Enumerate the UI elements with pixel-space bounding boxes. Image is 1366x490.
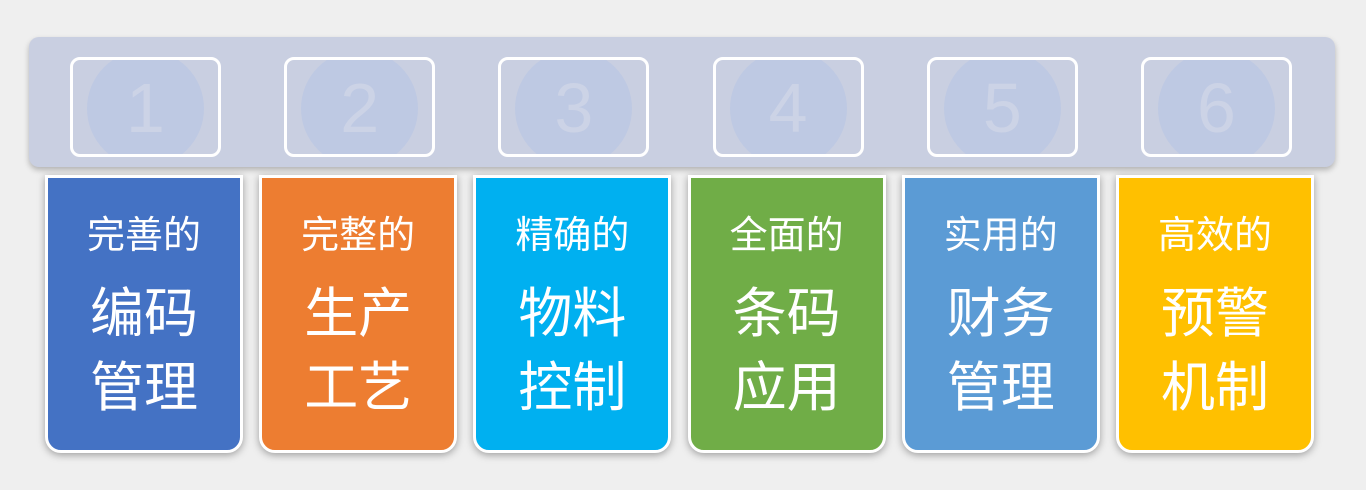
number-circle [301,60,419,154]
card-title-line2: 应用 [732,356,841,419]
card-subtitle: 高效的 [1157,213,1272,257]
card-title-line1: 条码 [732,282,841,345]
card-title-line1: 物料 [518,282,627,345]
step-number-box: 3 [498,57,650,157]
card-title-line2: 工艺 [304,356,413,419]
number-circle [87,60,204,154]
card-subtitle: 全面的 [729,213,844,257]
feature-card: 实用的 财务 管理 [901,175,1100,453]
feature-card: 完善的 编码 管理 [45,175,243,453]
card-subtitle: 完整的 [301,213,416,257]
number-circle [943,60,1061,154]
card-subtitle: 完善的 [86,213,201,257]
step-number: 1 [126,69,165,147]
card-title-line2: 管理 [946,356,1055,419]
step-number-box: 2 [284,57,436,157]
feature-card: 全面的 条码 应用 [687,175,886,453]
step-number-box: 4 [712,57,864,157]
card-title-line1: 预警 [1161,282,1269,345]
number-banner [29,37,1335,167]
number-circle [1158,60,1275,154]
step-number-box: 1 [70,57,221,157]
step-number-box: 6 [1141,57,1292,157]
step-number: 3 [554,69,594,147]
card-title-line1: 编码 [90,282,198,345]
card-title-line1: 生产 [304,282,413,345]
step-number: 5 [982,69,1022,147]
card-title-line1: 财务 [946,282,1055,345]
card-title-line2: 控制 [518,356,627,419]
feature-card: 精确的 物料 控制 [473,175,672,453]
step-number: 4 [768,69,808,147]
step-number: 2 [340,69,380,147]
number-circle [515,60,633,154]
card-title-line2: 机制 [1161,356,1269,419]
card-title-line2: 管理 [90,356,198,419]
number-circle [729,60,847,154]
card-subtitle: 精确的 [515,213,630,257]
card-subtitle: 实用的 [943,213,1058,257]
step-number: 6 [1197,69,1236,147]
feature-card: 高效的 预警 机制 [1116,175,1314,453]
step-number-box: 5 [926,57,1078,157]
feature-card: 完整的 生产 工艺 [259,175,458,453]
